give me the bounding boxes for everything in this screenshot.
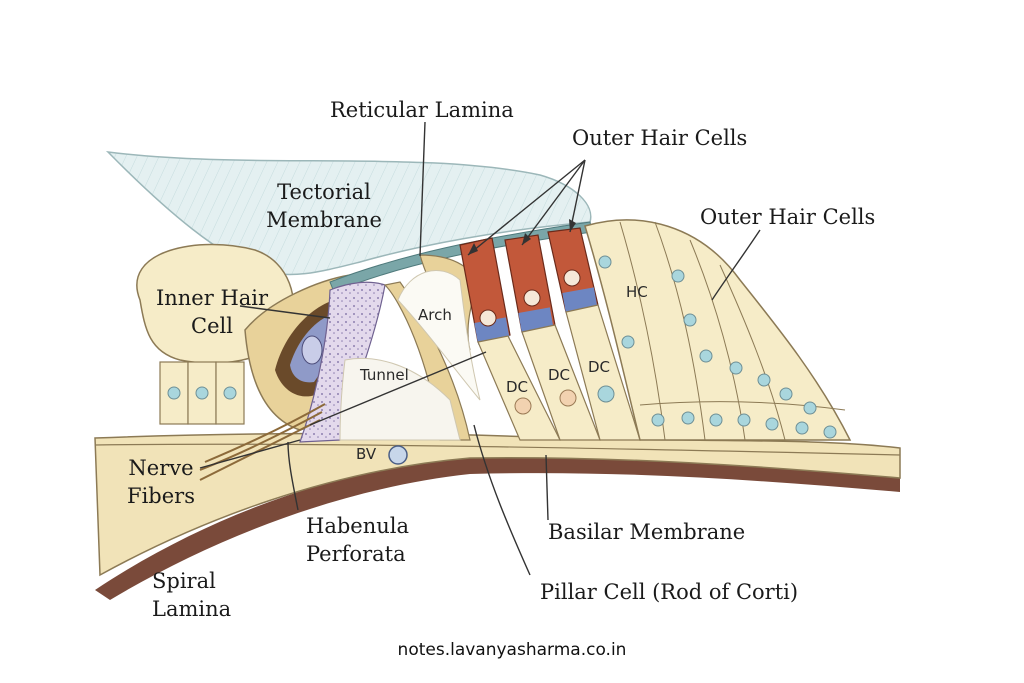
hensen-nuclei: [598, 255, 837, 439]
label-pillar-cell: Pillar Cell (Rod of Corti): [540, 580, 799, 604]
label-inner-hair-line2: Cell: [191, 314, 233, 338]
inner-label-dc-3: DC: [588, 358, 611, 376]
hensen-cells-mound: [584, 219, 852, 441]
label-spiral-line2: Lamina: [152, 597, 232, 621]
inner-label-tunnel: Tunnel: [360, 366, 409, 384]
tunnel-space: [339, 357, 461, 441]
inner-label-bv: BV: [356, 445, 377, 463]
inner-label-hc: HC: [626, 283, 648, 301]
label-nerve-fibers: Nerve Fibers: [118, 454, 204, 510]
label-nerve-line1: Nerve: [128, 456, 194, 480]
footer-url: notes.lavanyasharma.co.in: [397, 640, 627, 660]
label-inner-hair-cell: Inner Hair Cell: [152, 284, 272, 340]
leader-arrowheads: [468, 219, 576, 255]
label-nerve-line2: Fibers: [127, 484, 195, 508]
arch-space: [397, 270, 481, 401]
label-tectorial-line1: Tectorial: [277, 180, 371, 204]
blood-vessel: [388, 445, 408, 465]
label-tectorial-membrane: Tectorial Membrane: [262, 178, 386, 234]
deiters-cells: [477, 304, 641, 441]
base-line-top: [94, 443, 901, 456]
label-outer-hair-cells-top: Outer Hair Cells: [572, 126, 748, 150]
label-habenula-line1: Habenula: [306, 514, 409, 538]
label-tectorial-line2: Membrane: [266, 208, 382, 232]
label-habenula-line2: Perforata: [306, 542, 406, 566]
basilar-membrane-layer: [94, 432, 901, 577]
inner-label-arch: Arch: [418, 306, 452, 324]
label-outer-hair-cells-right: Outer Hair Cells: [700, 205, 876, 229]
inner-label-dc-1: DC: [506, 378, 529, 396]
inner-border-cells: [159, 361, 245, 425]
inner-hair-cell-nucleus: [301, 335, 323, 365]
leader-lines: [199, 121, 761, 576]
label-inner-hair-line1: Inner Hair: [155, 286, 269, 310]
inner-label-dc-2: DC: [548, 366, 571, 384]
label-reticular-lamina: Reticular Lamina: [330, 98, 514, 122]
label-habenula-perforata: Habenula Perforata: [306, 512, 409, 568]
outer-hair-cells-group: [459, 227, 599, 345]
label-spiral-line1: Spiral: [152, 569, 216, 593]
label-spiral-lamina: Spiral Lamina: [152, 567, 231, 623]
label-basilar-membrane: Basilar Membrane: [548, 520, 746, 544]
